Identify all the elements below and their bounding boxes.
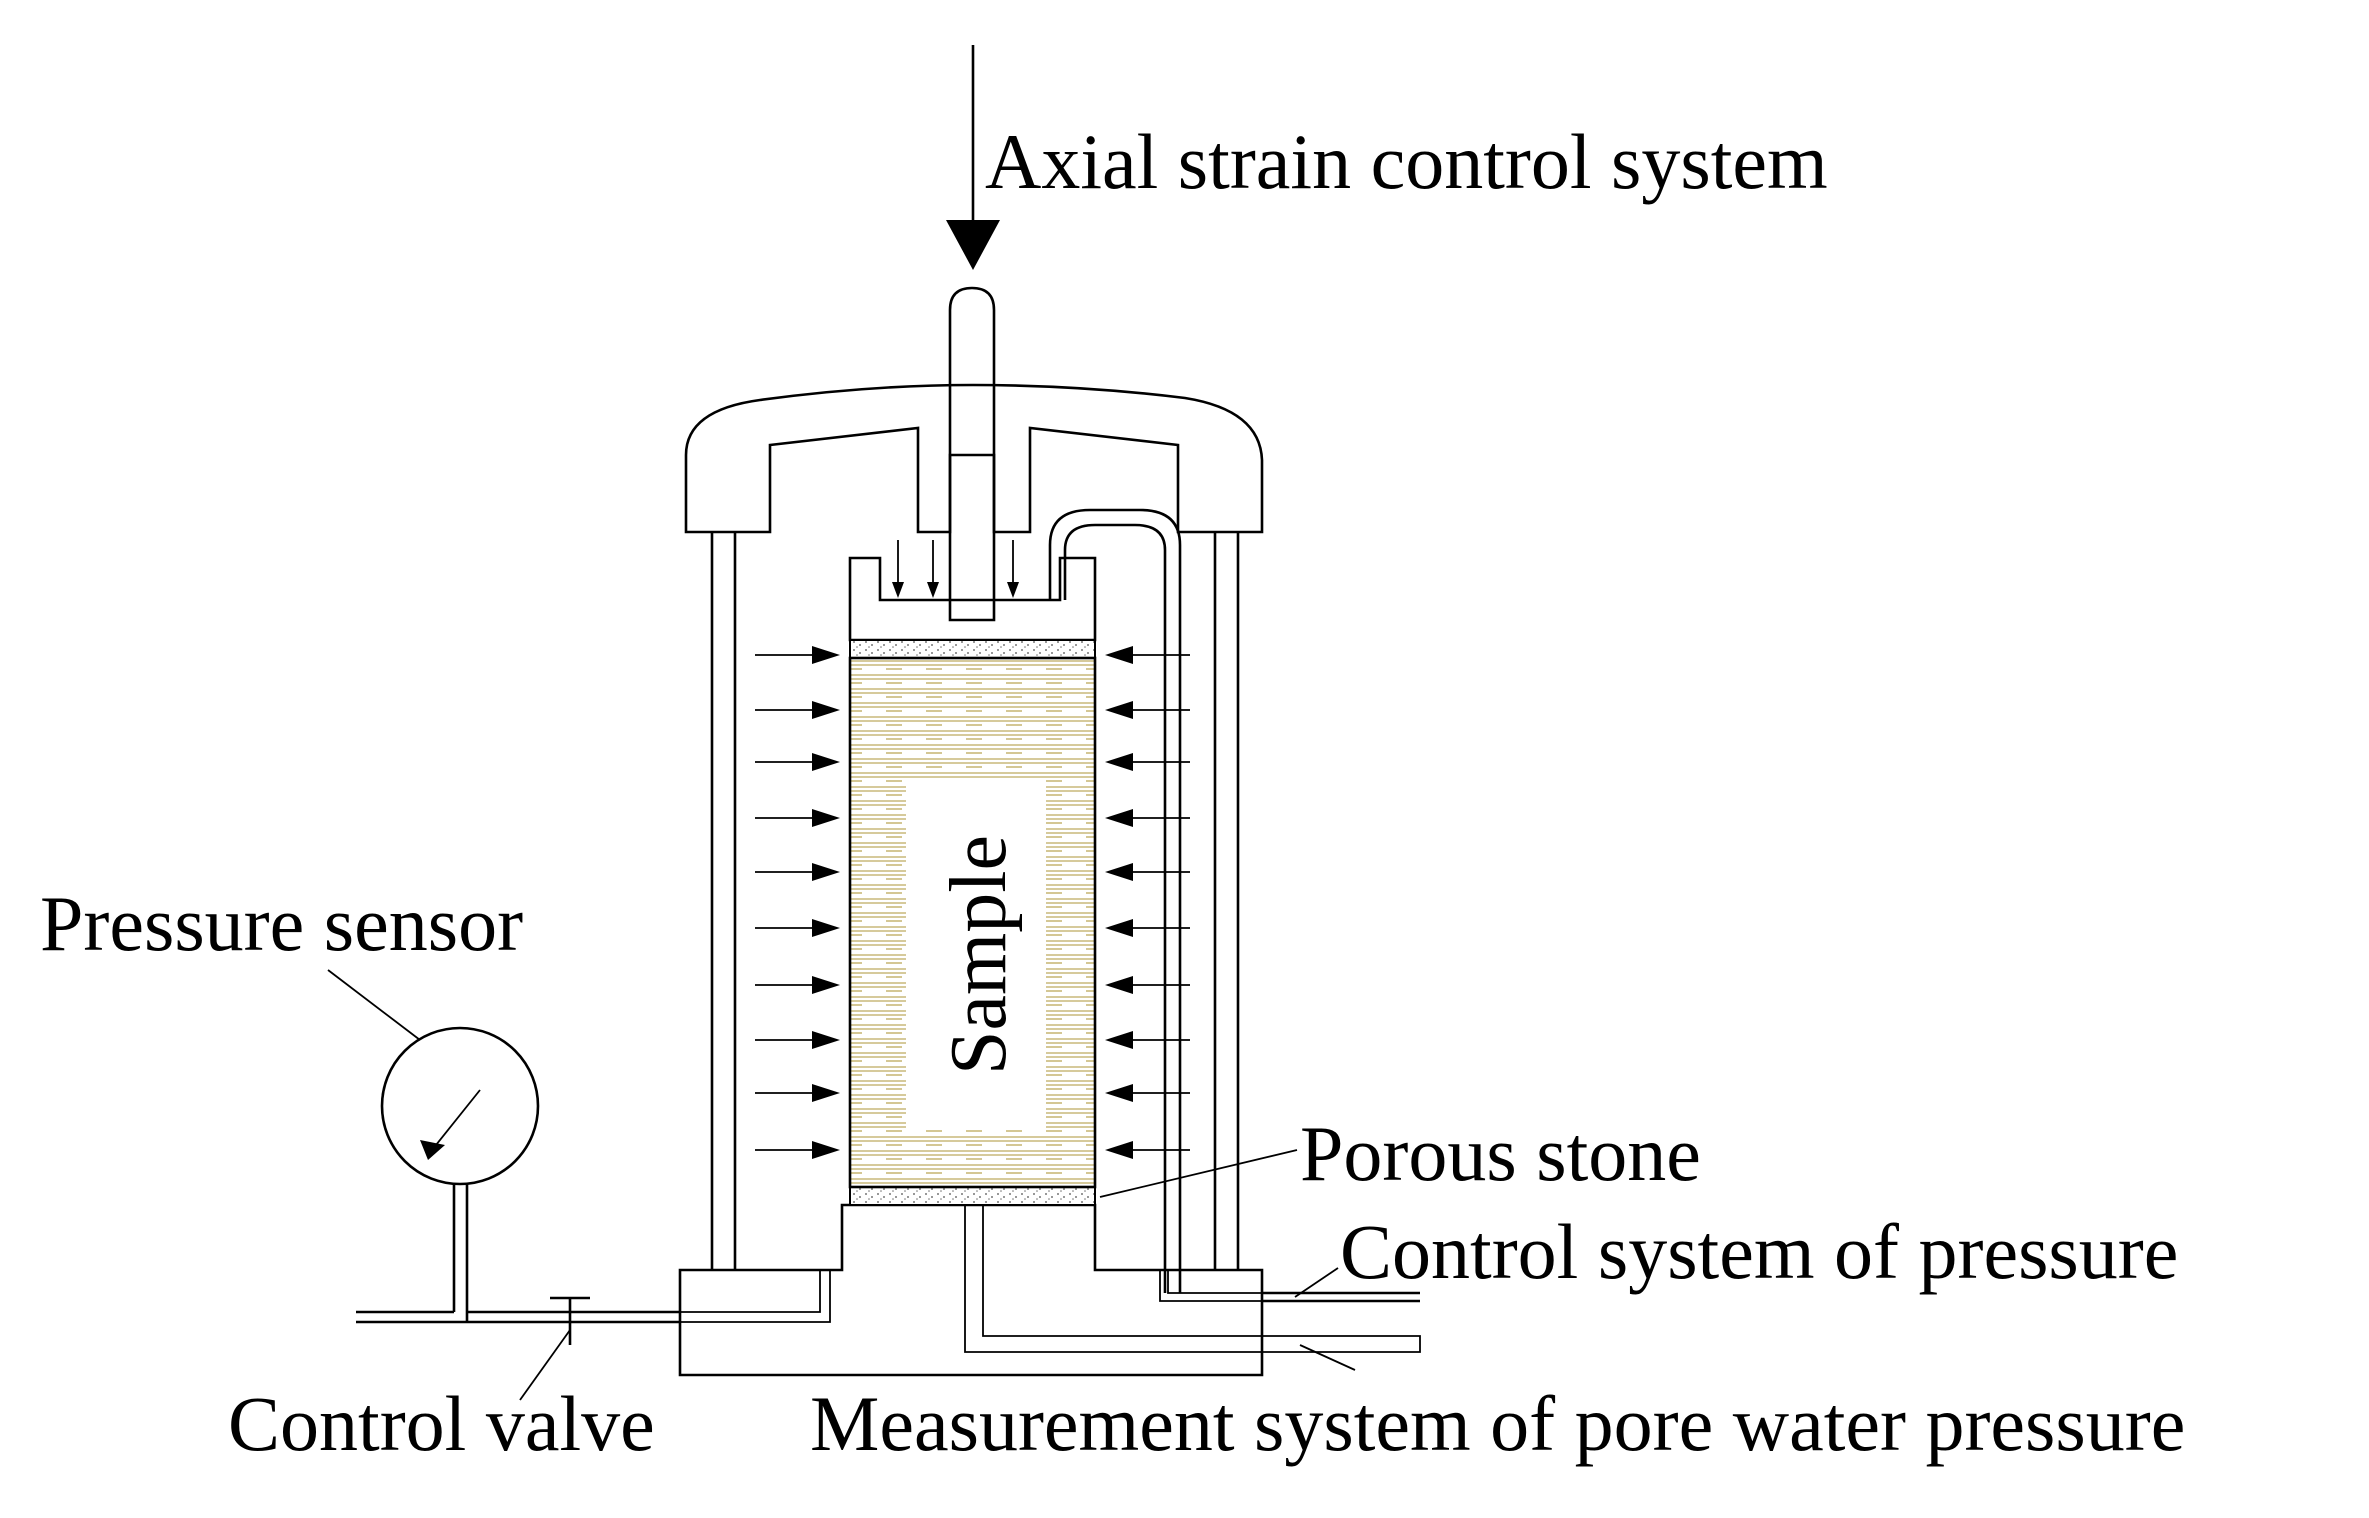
pressure-sensor xyxy=(380,1026,540,1322)
confining-arrow-left-head xyxy=(812,1031,840,1049)
confining-arrow-left-head xyxy=(812,646,840,664)
sample-label: Sample xyxy=(935,835,1023,1075)
confining-arrow-left-head xyxy=(812,863,840,881)
axial-load-arrow xyxy=(946,45,1000,270)
porous-stone-bottom xyxy=(849,1186,1096,1206)
right-base-channel xyxy=(1159,1269,1263,1302)
confining-arrows-left xyxy=(755,646,840,1159)
confining-arrow-left-head xyxy=(812,919,840,937)
confining-arrow-left-head xyxy=(812,976,840,994)
platen-arrows xyxy=(892,540,1019,598)
confining-arrow-right-head xyxy=(1105,1141,1133,1159)
confining-arrow-right-head xyxy=(1105,976,1133,994)
porous-stone-label: Porous stone xyxy=(1300,1110,1701,1197)
top-drainage-tube-inner xyxy=(1063,523,1167,1293)
cell-top-cap xyxy=(684,383,1264,534)
confining-arrow-right-head xyxy=(1105,1031,1133,1049)
confining-arrow-left-head xyxy=(812,809,840,827)
cell-wall-left xyxy=(710,532,737,1270)
top-platen xyxy=(848,556,1097,642)
confining-arrow-right-head xyxy=(1105,701,1133,719)
confining-arrow-left-head xyxy=(812,753,840,771)
axial-strain-label: Axial strain control system xyxy=(985,118,1828,205)
confining-arrow-left-head xyxy=(812,1141,840,1159)
confining-arrow-right-head xyxy=(1105,863,1133,881)
confining-arrows-right xyxy=(1105,646,1190,1159)
cell-base xyxy=(678,1203,1264,1377)
porous-stone-top xyxy=(849,639,1096,659)
confining-arrow-right-head xyxy=(1105,1084,1133,1102)
confining-arrow-left-head xyxy=(812,1084,840,1102)
left-base-channel xyxy=(679,1269,831,1323)
pressure-sensor-label: Pressure sensor xyxy=(40,880,523,967)
top-drainage-tube xyxy=(1048,508,1182,1293)
outlet-lines-right xyxy=(1262,1291,1420,1303)
confining-arrow-right-head xyxy=(1105,919,1133,937)
supply-line-left xyxy=(356,1310,680,1324)
pore-water-label: Measurement system of pore water pressur… xyxy=(810,1380,2185,1467)
sample-label-box xyxy=(906,780,1046,1130)
confining-arrow-left-head xyxy=(812,701,840,719)
confining-arrow-right-head xyxy=(1105,646,1133,664)
control-valve-label: Control valve xyxy=(228,1380,655,1467)
confining-arrow-right-head xyxy=(1105,753,1133,771)
leader-lines xyxy=(327,969,1356,1401)
cell-wall-right xyxy=(1213,532,1240,1270)
loading-piston xyxy=(948,286,996,622)
control-pressure-label: Control system of pressure xyxy=(1340,1208,2178,1295)
confining-arrow-right-head xyxy=(1105,809,1133,827)
control-valve-symbol xyxy=(550,1296,590,1345)
